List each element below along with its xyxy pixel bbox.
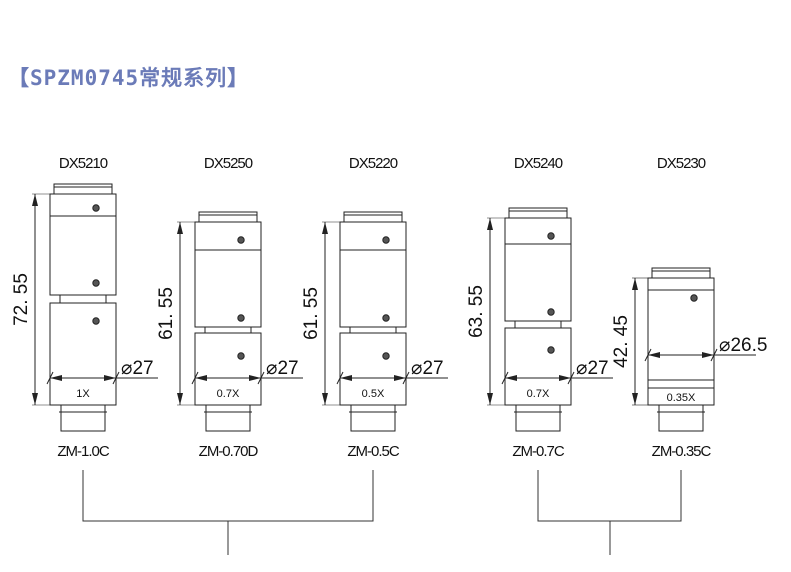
- screw-icon: [382, 314, 390, 322]
- bracket-right: [537, 470, 682, 555]
- lens-c-mount: [60, 404, 106, 432]
- lens-c-mount: [515, 404, 561, 432]
- height-dimension-label: 42. 45: [611, 315, 632, 368]
- lens-upper-body: [49, 193, 117, 296]
- lens-upper-body: [504, 217, 572, 322]
- lens-model-label: DX5210: [59, 155, 108, 172]
- lens-top-cap: [198, 211, 258, 223]
- lens-neck: [349, 326, 397, 334]
- lens-model-label: DX5250: [204, 155, 253, 172]
- screw-icon: [547, 232, 555, 240]
- magnification-label: 1X: [76, 388, 90, 400]
- magnification-label: 0.7X: [527, 388, 550, 400]
- height-dimension-label: 61. 55: [156, 287, 177, 340]
- magnification-label: 0.7X: [217, 388, 240, 400]
- lens-top-cap: [343, 211, 403, 223]
- bracket-left: [82, 470, 374, 555]
- screw-icon: [237, 352, 245, 360]
- lens-top-cap: [651, 267, 711, 279]
- lens-model-label: DX5220: [349, 155, 398, 172]
- lens-model-code: ZM-1.0C: [57, 443, 110, 460]
- tick: [402, 371, 410, 385]
- magnification-label: 0.35X: [667, 392, 696, 404]
- tick: [257, 371, 265, 385]
- lens-model-code: ZM-0.7C: [512, 443, 565, 460]
- lens-c-mount: [658, 404, 704, 432]
- tick: [112, 371, 120, 385]
- lens-model-label: DX5240: [514, 155, 563, 172]
- screw-icon: [92, 204, 100, 212]
- lens-upper-body: [339, 221, 407, 328]
- tick: [191, 371, 199, 385]
- tick: [336, 371, 344, 385]
- diameter-label: ⌀27: [576, 358, 609, 379]
- tick: [710, 348, 718, 362]
- lens-lower-body: [49, 302, 117, 406]
- height-dimension-label: 72. 55: [11, 273, 32, 326]
- lens-lower-body: [504, 327, 572, 406]
- lens-model-code: ZM-0.35C: [652, 443, 712, 460]
- screw-icon: [237, 314, 245, 322]
- tick: [46, 371, 54, 385]
- tick: [567, 371, 575, 385]
- lens-model-label: DX5230: [657, 155, 706, 172]
- lens-c-mount: [350, 404, 396, 432]
- lens-top-cap: [53, 183, 113, 195]
- screw-icon: [382, 236, 390, 244]
- lens-upper-body: [194, 221, 262, 328]
- grouping-brackets: [82, 470, 682, 555]
- lens-dx5230: DX5230 0.35X 42. 45 ⌀26.5ZM-0.35C: [611, 155, 767, 460]
- lens-top-cap: [508, 207, 568, 219]
- tick: [644, 348, 652, 362]
- tick: [501, 371, 509, 385]
- lens-neck: [204, 326, 252, 334]
- screw-icon: [547, 308, 555, 316]
- lens-c-mount: [205, 404, 251, 432]
- lens-model-code: ZM-0.70D: [199, 443, 259, 460]
- magnification-label: 0.5X: [362, 388, 385, 400]
- height-dimension-label: 61. 55: [301, 287, 322, 340]
- screw-icon: [382, 352, 390, 360]
- screw-icon: [237, 236, 245, 244]
- lens-model-code: ZM-0.5C: [347, 443, 400, 460]
- screw-icon: [92, 317, 100, 325]
- height-dimension-label: 63. 55: [466, 285, 487, 338]
- diameter-label: ⌀27: [266, 358, 299, 379]
- lens-upper-body: [647, 277, 715, 356]
- diameter-label: ⌀26.5: [719, 335, 767, 356]
- screw-icon: [92, 279, 100, 287]
- diameter-label: ⌀27: [121, 358, 154, 379]
- series-title: 【SPZM0745常规系列】: [8, 66, 250, 90]
- diameter-label: ⌀27: [411, 358, 444, 379]
- screw-icon: [690, 294, 698, 302]
- lens-neck: [514, 320, 562, 329]
- screw-icon: [547, 346, 555, 354]
- lens-neck: [59, 294, 107, 304]
- lens-lower-body: [194, 332, 262, 406]
